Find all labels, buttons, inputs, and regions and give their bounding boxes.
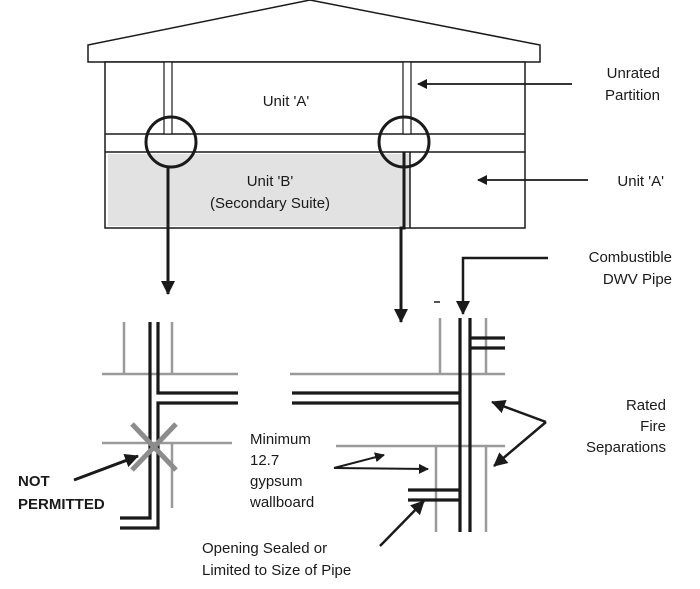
unit-b-label: Unit 'B': [247, 173, 294, 190]
rated-separations-label-2: Fire: [640, 418, 666, 435]
partition-right: [402, 61, 412, 135]
arrow-combustible-pipe: [456, 256, 548, 315]
detail-not-permitted: NOT PERMITTED: [18, 322, 238, 530]
pipe-left-inner-2: [120, 401, 238, 530]
combustible-pipe-label-2: DWV Pipe: [603, 271, 672, 288]
partition-left: [163, 61, 173, 135]
not-permitted-label-2: PERMITTED: [18, 496, 105, 513]
gypsum-label-4: wallboard: [249, 494, 314, 511]
detail-permitted: Combustible DWV Pipe Rated Fire Separati…: [202, 249, 672, 579]
detail-circle-left: [144, 115, 198, 169]
gypsum-label-1: Minimum: [250, 431, 311, 448]
unrated-partition-label-1: Unrated: [607, 65, 660, 82]
arrow-rated-sep-1: [491, 399, 547, 424]
opening-label-1: Opening Sealed or: [202, 540, 327, 557]
combustible-pipe-label-1: Combustible: [589, 249, 672, 266]
house-elevation: Unit 'A' Unit 'B' (Secondary Suite): [87, 0, 541, 229]
unit-a-label: Unit 'A': [263, 93, 310, 110]
pipe-left-inner: [156, 322, 238, 395]
unit-a-right-label: Unit 'A': [617, 173, 664, 190]
rated-separations-label-3: Separations: [586, 439, 666, 456]
roof: [87, 0, 541, 63]
pipe-left-outer: [120, 322, 152, 520]
arrow-rated-sep-2: [493, 421, 547, 467]
elevation-callouts: Unrated Partition Unit 'A': [417, 65, 664, 190]
opening-label-2: Limited to Size of Pipe: [202, 562, 351, 579]
secondary-suite-label: (Secondary Suite): [210, 195, 330, 212]
arrow-not-permitted: [73, 454, 139, 482]
arrow-to-right-detail: [394, 152, 408, 323]
x-mark-stroke-2: [130, 422, 178, 472]
not-permitted-label-1: NOT: [18, 473, 50, 490]
secondary-suite-area: [108, 154, 410, 226]
rated-separations-label-1: Rated: [626, 397, 666, 414]
arrow-opening-sealed: [379, 500, 425, 547]
arrow-gypsum-1: [333, 452, 385, 469]
arrow-gypsum-2: [333, 463, 429, 474]
gypsum-label-2: 12.7: [250, 452, 279, 469]
unrated-partition-label-2: Partition: [605, 87, 660, 104]
gypsum-label-3: gypsum: [250, 473, 303, 490]
